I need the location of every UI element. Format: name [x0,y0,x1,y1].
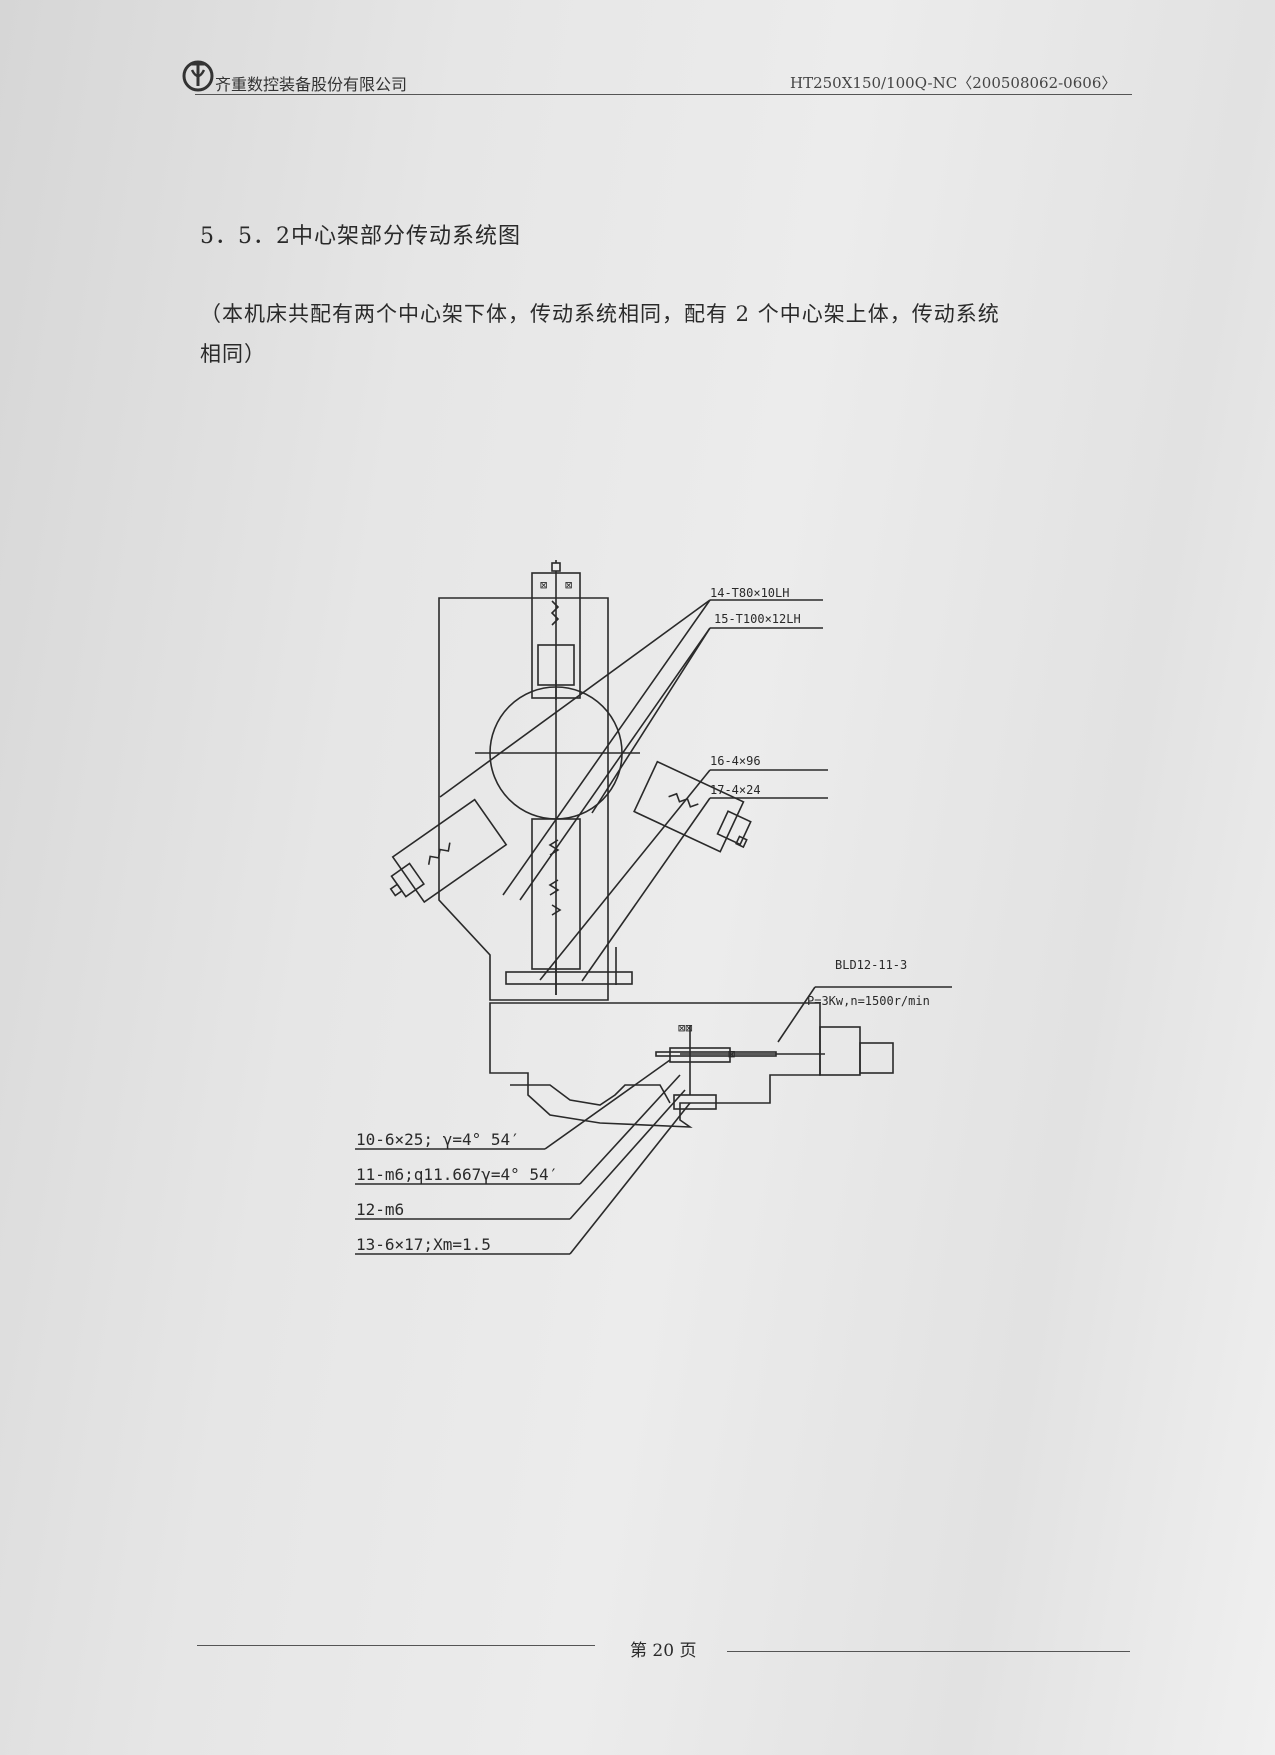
footer-rule-left [197,1645,595,1646]
section-title: 5．5．2中心架部分传动系统图 [200,224,521,249]
label-11: 11-m6;q11.667γ=4° 54′ [356,1165,558,1184]
label-14: 14-T80×10LH [710,586,789,600]
transmission-diagram: ⊠ ⊠ ⊠⊠ ⊠ [355,560,952,1255]
paragraph-line-2: 相同） [200,342,266,366]
label-16: 16-4×96 [710,754,761,768]
svg-text:⊠: ⊠ [565,578,572,592]
label-17: 17-4×24 [710,783,761,797]
company-logo-icon [182,60,214,92]
page-number: 第 20 页 [630,1641,697,1661]
label-12: 12-m6 [356,1200,404,1219]
svg-text:⊠⊠: ⊠⊠ [678,1021,692,1035]
label-10: 10-6×25; γ=4° 54′ [356,1130,520,1149]
svg-text:⊠: ⊠ [540,578,547,592]
company-name: 齐重数控装备股份有限公司 [215,75,408,94]
label-motor: BLD12-11-3 [835,958,907,972]
label-15: 15-T100×12LH [714,612,801,626]
document-code: HT250X150/100Q-NC〈200508062-0606〉 [790,74,1117,92]
label-13: 13-6×17;Xm=1.5 [356,1235,491,1254]
footer-rule-right [727,1651,1130,1652]
paragraph-line-1: （本机床共配有两个中心架下体，传动系统相同，配有 2 个中心架上体，传动系统 [200,302,1000,326]
label-motor-spec: P=3Kw,n=1500r/min [807,994,930,1008]
header-divider [195,94,1132,95]
